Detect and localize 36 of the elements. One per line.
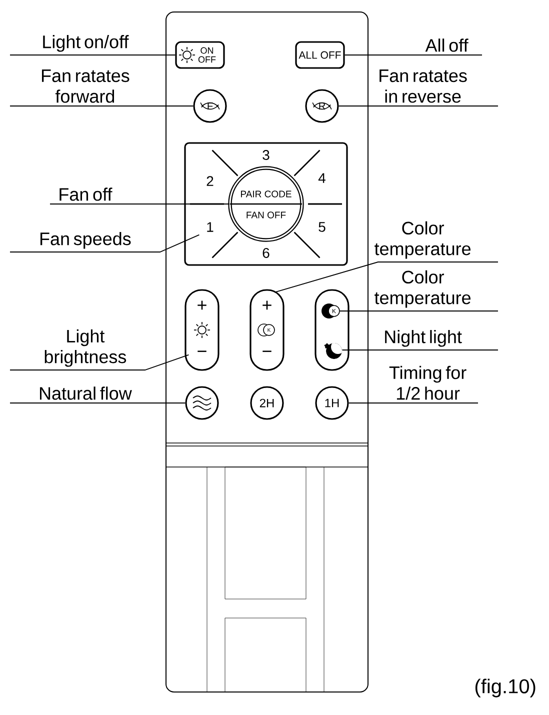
pair-code-button: PAIR CODE FAN OFF [228,166,304,242]
all-off-button: ALL OFF [295,41,345,69]
leader-line [344,54,482,56]
callout-text: All off [425,38,468,52]
callout-text: Fan ratates forward [42,70,130,103]
leader-line [339,310,498,312]
callout-text: Fan off [60,188,112,201]
natural-flow-button [185,386,219,420]
speed-number: 4 [318,173,326,183]
speed-number: 6 [262,248,270,258]
speed-number: 2 [206,176,214,186]
speed-number: 5 [318,222,326,232]
speed-number: 3 [262,150,270,160]
rocker-button: + − [184,289,220,371]
leader-line [10,354,190,370]
callout-text: Light on/off [43,35,129,52]
moon-icon [324,343,342,359]
leader-line [10,402,186,404]
callout-text: Night light [385,330,462,347]
callout-text: Color temperature [374,270,471,308]
leader-line [10,54,176,56]
leader-line [10,234,200,252]
leader-line [274,262,498,293]
callout-text: Light brightness [44,329,126,367]
on-off-button: ON OFF [175,41,225,69]
figure-number: (fig.10) [475,678,536,698]
timer-button: 2H [250,386,284,420]
callout-text: Color temperature [374,221,471,259]
callout-text: Fan ratates in reverse [380,70,467,103]
leader-line [348,402,478,404]
speed-number: 1 [207,222,214,232]
callout-text: Natural flow [40,386,132,400]
callout-text: Fan speeds [40,232,131,249]
callout-text: Timing for 1/2 hour [389,366,466,400]
rocker-button [314,289,350,371]
timer-button: 1H [315,386,349,420]
